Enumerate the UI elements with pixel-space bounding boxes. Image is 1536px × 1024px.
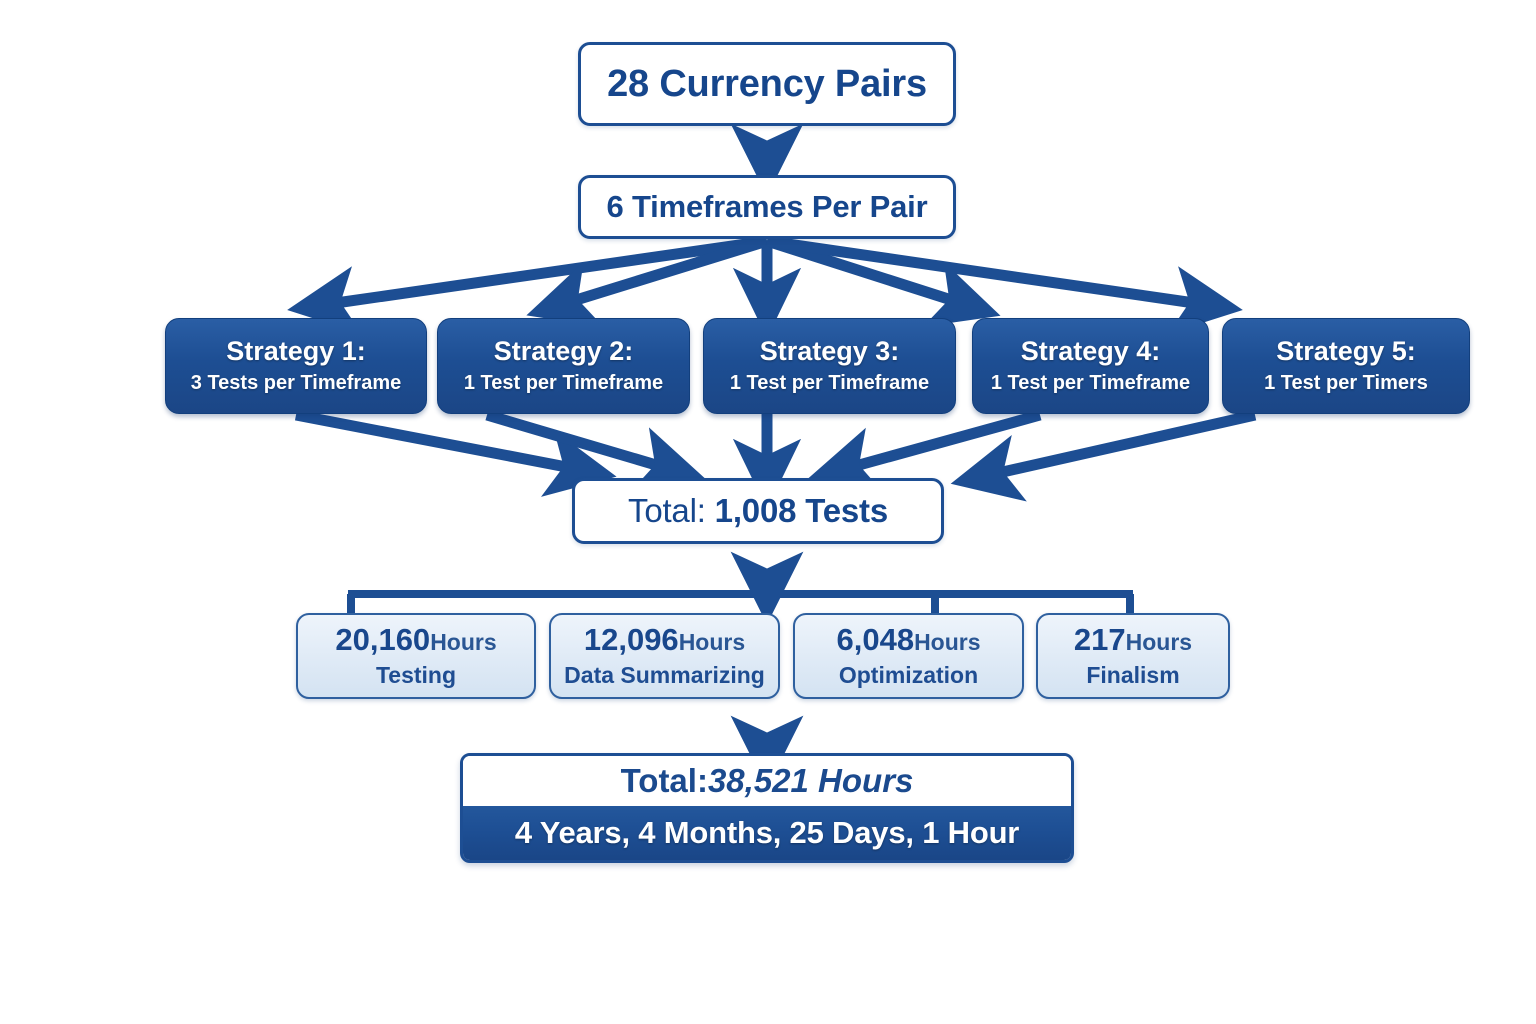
hours-optimization-line: 6,048Hours <box>836 621 981 657</box>
strategy-5-subtitle: 1 Test per Timers <box>1264 372 1428 395</box>
hours-finalism-line: 217Hours <box>1073 621 1193 657</box>
grand-total-lead: Total: <box>620 762 708 799</box>
strategy-3-title: Strategy 3: <box>759 335 900 366</box>
total-tests-value: 1,008 Tests <box>714 492 889 529</box>
hours-finalism-unit: Hours <box>1125 628 1193 655</box>
hours-finalism-number: 217 <box>1073 621 1126 657</box>
strategy-2-subtitle: 1 Test per Timeframe <box>463 372 664 395</box>
hours-testing-number: 20,160 <box>335 621 431 657</box>
node-currency-pairs[interactable]: 28 Currency Pairs <box>578 42 956 126</box>
hours-testing-unit: Hours <box>430 628 497 655</box>
node-strategy-5[interactable]: Strategy 5: 1 Test per Timers <box>1222 318 1470 414</box>
hours-finalism-label: Finalism <box>1086 662 1180 689</box>
node-strategy-4[interactable]: Strategy 4: 1 Test per Timeframe <box>972 318 1209 414</box>
strategy-2-title: Strategy 2: <box>493 335 634 366</box>
hours-optimization-unit: Hours <box>914 628 981 655</box>
hours-optimization-label: Optimization <box>838 662 979 689</box>
hours-data-summarizing-line: 12,096Hours <box>583 621 746 657</box>
currency-pairs-label: 28 Currency Pairs <box>607 62 927 105</box>
hours-testing-label: Testing <box>375 662 457 689</box>
timeframes-label: 6 Timeframes Per Pair <box>606 189 928 224</box>
grand-total-hours: 38,521 Hours <box>707 762 914 799</box>
node-total-tests[interactable]: Total: 1,008 Tests <box>572 478 944 544</box>
node-strategy-3[interactable]: Strategy 3: 1 Test per Timeframe <box>703 318 956 414</box>
node-hours-testing[interactable]: 20,160Hours Testing <box>296 613 536 699</box>
arrows-timeframes-to-strategies <box>287 235 1243 339</box>
node-grand-total[interactable]: Total: 38,521 Hours 4 Years, 4 Months, 2… <box>460 753 1074 863</box>
hours-data-summarizing-label: Data Summarizing <box>564 662 765 689</box>
node-strategy-2[interactable]: Strategy 2: 1 Test per Timeframe <box>437 318 690 414</box>
hours-testing-line: 20,160Hours <box>335 621 497 657</box>
strategy-1-title: Strategy 1: <box>226 335 366 366</box>
strategy-5-title: Strategy 5: <box>1276 335 1416 366</box>
strategy-3-subtitle: 1 Test per Timeframe <box>729 372 930 395</box>
node-hours-data-summarizing[interactable]: 12,096Hours Data Summarizing <box>549 613 780 699</box>
total-tests-label: Total: 1,008 Tests <box>628 492 888 530</box>
hours-data-summarizing-unit: Hours <box>678 628 746 655</box>
node-strategy-1[interactable]: Strategy 1: 3 Tests per Timeframe <box>165 318 427 414</box>
strategy-1-subtitle: 3 Tests per Timeframe <box>190 372 402 395</box>
arrows-strategies-to-total <box>294 409 1257 510</box>
grand-total-hours-row: Total: 38,521 Hours <box>463 756 1071 806</box>
hours-optimization-number: 6,048 <box>836 621 915 657</box>
grand-total-duration: 4 Years, 4 Months, 25 Days, 1 Hour <box>463 806 1071 860</box>
node-hours-finalism[interactable]: 217Hours Finalism <box>1036 613 1230 699</box>
hours-data-summarizing-number: 12,096 <box>583 621 679 657</box>
total-tests-lead: Total: <box>628 492 715 529</box>
strategy-4-title: Strategy 4: <box>1020 335 1161 366</box>
node-timeframes-per-pair[interactable]: 6 Timeframes Per Pair <box>578 175 956 239</box>
strategy-4-subtitle: 1 Test per Timeframe <box>990 372 1191 395</box>
node-hours-optimization[interactable]: 6,048Hours Optimization <box>793 613 1024 699</box>
